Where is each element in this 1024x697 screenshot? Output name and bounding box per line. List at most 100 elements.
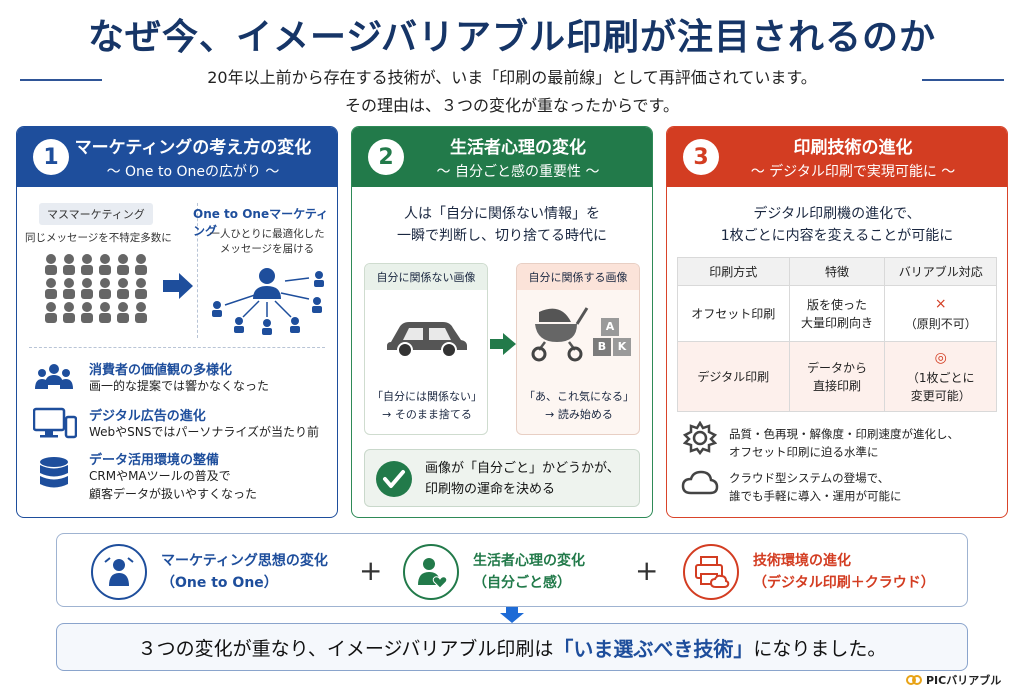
- note-line: オフセット印刷に迫る水準に: [729, 445, 879, 460]
- page-title: なぜ今、イメージバリアブル印刷が注目されるのか: [87, 17, 937, 58]
- people-group-icon: [35, 364, 73, 389]
- table-header: バリアブル対応: [884, 257, 997, 286]
- variable-note: （1枚ごとに: [906, 371, 975, 385]
- lead-line-1: デジタル印刷機の進化で、: [753, 206, 921, 222]
- related-image-panel: 自分に関係する画像 A B K 「あ、これ気になる」 → 読み始める: [516, 263, 640, 435]
- brand-logo: PICバリアブル: [906, 672, 1001, 688]
- toy-block-k: K: [613, 338, 631, 356]
- arrow-down-icon: [500, 607, 524, 623]
- mass-marketing-desc: 同じメッセージを不特定多数に: [25, 232, 172, 244]
- car-icon: [387, 322, 467, 358]
- feature-desc-3b: 顧客データが扱いやすくなった: [89, 487, 258, 501]
- conclusion-line-2: 印刷物の運命を決める: [425, 481, 556, 497]
- summary-text: 生活者心理の変化 （自分ごと感）: [473, 550, 585, 595]
- card-number: 1: [33, 139, 69, 175]
- feature-line: 直接印刷: [812, 378, 861, 393]
- subtitle-line-2: その理由は、３つの変化が重なったからです。: [345, 96, 679, 115]
- conclusion-pre: ３つの変化が重なり、イメージバリアブル印刷は: [137, 637, 554, 660]
- lead-line-1: 人は「自分に関係ない情報」を: [404, 206, 600, 222]
- feature-line: データから: [806, 360, 867, 375]
- stroller-icon: [531, 307, 589, 362]
- card-number: 3: [683, 139, 719, 175]
- card-subtitle: 〜 自分ごと感の重要性 〜: [436, 164, 600, 180]
- summary-item-marketing: マーケティング思想の変化 （One to One）: [91, 544, 328, 600]
- card-title: マーケティングの考え方の変化: [74, 138, 312, 158]
- caption-line-1: 「自分には関係ない」: [372, 390, 482, 403]
- variable-cell: ◎ （1枚ごとに 変更可能）: [884, 341, 997, 412]
- logo-text: PICバリアブル: [926, 674, 1002, 687]
- database-icon: [40, 457, 68, 488]
- method-cell: デジタル印刷: [677, 341, 790, 412]
- card-title: 生活者心理の変化: [450, 138, 586, 158]
- cross-icon: ×: [934, 296, 947, 312]
- left-rule: [20, 79, 102, 81]
- conclusion-text: 画像が「自分ごと」かどうかが、 印刷物の運命を決める: [425, 459, 620, 501]
- summary-text: マーケティング思想の変化 （One to One）: [161, 550, 328, 595]
- card-header: 1 マーケティングの考え方の変化 〜 One to Oneの広がり 〜: [17, 127, 337, 187]
- panel-header: 自分に関係ない画像: [365, 264, 487, 290]
- check-circle-icon: [376, 461, 412, 497]
- card-header: 3 印刷技術の進化 〜 デジタル印刷で実現可能に 〜: [667, 127, 1007, 187]
- one-to-one-icon: [212, 268, 324, 335]
- feature-line: 大量印刷向き: [800, 315, 873, 330]
- card-marketing: 1 マーケティングの考え方の変化 〜 One to Oneの広がり 〜 マスマー…: [16, 126, 338, 518]
- printer-cloud-icon: [683, 544, 739, 600]
- variable-cell: × （原則不可）: [884, 285, 997, 342]
- caption-line-2: → 読み始める: [545, 408, 613, 422]
- panel-header: 自分に関係する画像: [517, 264, 639, 290]
- table-header: 特徴: [788, 257, 886, 286]
- toy-block-b: B: [593, 338, 611, 356]
- note-line: クラウド型システムの登場で、: [729, 471, 890, 485]
- conclusion-highlight: 「いま選ぶべき技術」: [553, 636, 754, 661]
- one-to-one-desc-1: 一人ひとりに最適化した: [209, 228, 325, 240]
- horizontal-divider: [29, 347, 325, 348]
- summary-line: （デジタル印刷＋クラウド）: [753, 575, 935, 591]
- unrelated-caption: 「自分には関係ない」 → そのまま捨てる: [365, 388, 487, 424]
- quality-note: 品質・色再現・解像度・印刷速度が進化し、 オフセット印刷に迫る水準に: [729, 425, 959, 462]
- conclusion-post: になりました。: [753, 637, 887, 660]
- feature-desc-1: 画一的な提案では響かなくなった: [89, 379, 270, 393]
- summary-line: 技術環境の進化: [753, 552, 851, 569]
- summary-line: （One to One）: [161, 575, 278, 591]
- logo-mark-icon: [906, 675, 922, 685]
- caption-line-1: 「あ、これ気になる」: [524, 390, 634, 403]
- feature-line: 版を使った: [806, 297, 867, 312]
- gear-icon: [683, 421, 717, 455]
- card-header: 2 生活者心理の変化 〜 自分ごと感の重要性 〜: [352, 127, 652, 187]
- arrow-right-icon: [490, 333, 516, 355]
- card-subtitle: 〜 One to Oneの広がり 〜: [106, 164, 280, 180]
- feature-title-2: デジタル広告の進化: [89, 409, 206, 424]
- variable-note: （原則不可）: [904, 317, 977, 331]
- card-subtitle: 〜 デジタル印刷で実現可能に 〜: [750, 164, 956, 180]
- marketing-person-icon: [91, 544, 147, 600]
- variable-note: 変更可能）: [910, 389, 971, 403]
- conclusion-box: 画像が「自分ごと」かどうかが、 印刷物の運命を決める: [364, 449, 640, 507]
- subtitle-line-1: 20年以上前から存在する技術が、いま「印刷の最前線」として再評価されています。: [207, 68, 817, 87]
- note-line: 誰でも手軽に導入・運用が可能に: [729, 489, 902, 504]
- person-heart-icon: [403, 544, 459, 600]
- arrow-right-icon: [163, 273, 193, 299]
- one-to-one-desc-2: メッセージを届ける: [219, 243, 315, 255]
- cloud-icon: [681, 470, 719, 495]
- feature-title-3: データ活用環境の整備: [89, 453, 220, 468]
- devices-icon: [33, 407, 77, 439]
- summary-bar: マーケティング思想の変化 （One to One） + 生活者心理の変化 （自分…: [56, 533, 968, 607]
- toy-block-a: A: [601, 318, 619, 336]
- card-printing-tech: 3 印刷技術の進化 〜 デジタル印刷で実現可能に 〜 デジタル印刷機の進化で、 …: [666, 126, 1008, 518]
- summary-item-technology: 技術環境の進化 （デジタル印刷＋クラウド）: [683, 544, 935, 600]
- method-cell: オフセット印刷: [677, 285, 790, 342]
- mass-marketing-tag: マスマーケティング: [39, 203, 153, 225]
- summary-line: 生活者心理の変化: [473, 552, 585, 569]
- lead-line-2: 一瞬で判断し、切り捨てる時代に: [397, 228, 607, 245]
- card-consumer-psychology: 2 生活者心理の変化 〜 自分ごと感の重要性 〜 人は「自分に関係ない情報」を …: [351, 126, 653, 518]
- table-row: デジタル印刷 データから 直接印刷 ◎ （1枚ごとに 変更可能）: [677, 341, 997, 412]
- cloud-note: クラウド型システムの登場で、 誰でも手軽に導入・運用が可能に: [729, 469, 902, 506]
- plus-sign: +: [359, 554, 383, 587]
- summary-line: マーケティング思想の変化: [161, 552, 328, 569]
- conclusion-banner: ３つの変化が重なり、イメージバリアブル印刷は 「いま選ぶべき技術」 になりました…: [56, 623, 968, 671]
- plus-sign: +: [635, 554, 659, 587]
- vertical-divider: [197, 203, 198, 338]
- caption-line-2: → そのまま捨てる: [382, 408, 472, 422]
- feature-title-1: 消費者の価値観の多様化: [89, 363, 233, 378]
- conclusion-line-1: 画像が「自分ごと」かどうかが、: [425, 461, 620, 476]
